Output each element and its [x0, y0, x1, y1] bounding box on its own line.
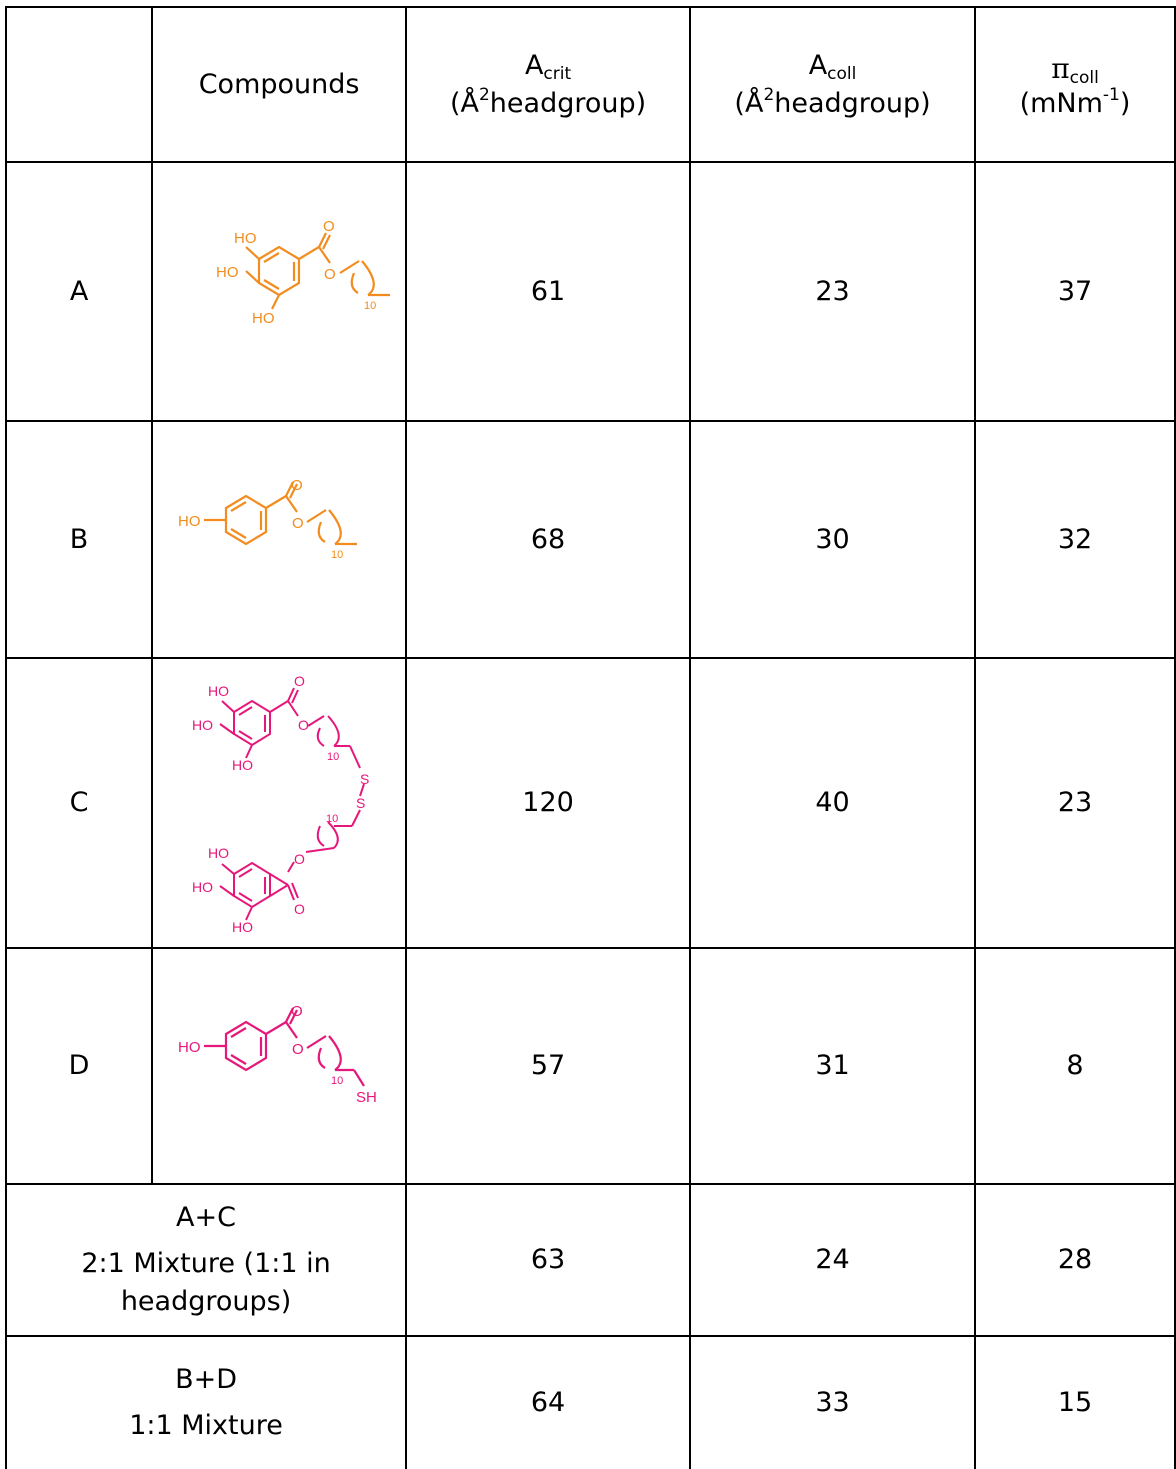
a-crit-value: 64 [405, 1335, 692, 1469]
row-label: A [4, 161, 154, 422]
a-coll-value: 40 [689, 657, 977, 949]
header-a-crit: Acrit (Å2headgroup) [405, 6, 692, 163]
svg-text:HO: HO [192, 879, 213, 895]
svg-text:HO: HO [178, 1039, 201, 1056]
table-row: D [4, 947, 1176, 1185]
header-pi-coll: πcoll (mNm-1) [974, 6, 1176, 163]
a-crit-value: 63 [405, 1183, 692, 1337]
svg-text:O: O [324, 266, 336, 283]
svg-text:O: O [294, 673, 305, 689]
svg-text:O: O [298, 717, 309, 733]
header-row: Compounds Acrit (Å2headgroup) Acoll (Å2h… [4, 6, 1176, 163]
a-crit-value: 61 [405, 161, 692, 422]
structure-a-cell: HO HO HO O O 10 [151, 161, 408, 422]
structure-c-cell: HO HO HO O O 10 S S 10 O HO HO HO O [151, 657, 408, 949]
a-crit-value: 68 [405, 420, 692, 659]
svg-text:O: O [292, 1041, 304, 1058]
table-row: A [4, 161, 1176, 422]
header-a-coll: Acoll (Å2headgroup) [689, 6, 977, 163]
svg-text:HO: HO [232, 919, 253, 935]
svg-text:HO: HO [252, 310, 275, 327]
svg-text:HO: HO [232, 757, 253, 773]
svg-text:S: S [356, 795, 365, 811]
svg-text:HO: HO [216, 264, 239, 281]
svg-text:HO: HO [192, 717, 213, 733]
svg-text:SH: SH [356, 1089, 377, 1106]
a-crit-value: 120 [405, 657, 692, 949]
svg-text:S: S [360, 771, 369, 787]
svg-text:O: O [292, 515, 304, 532]
svg-text:10: 10 [331, 1075, 343, 1087]
svg-text:O: O [323, 218, 335, 235]
structure-a: HO HO HO O O 10 [216, 218, 391, 327]
svg-text:O: O [294, 901, 305, 917]
pi-coll-value: 28 [974, 1183, 1176, 1337]
a-coll-value: 31 [689, 947, 977, 1185]
table-row: C [4, 657, 1176, 949]
pi-coll-value: 8 [974, 947, 1176, 1185]
header-compounds: Compounds [151, 6, 408, 163]
a-coll-value: 24 [689, 1183, 977, 1337]
pi-coll-value: 15 [974, 1335, 1176, 1469]
a-coll-value: 33 [689, 1335, 977, 1469]
svg-text:10: 10 [327, 751, 339, 763]
table-row: B HO [4, 420, 1176, 659]
structure-d: HO O O 10 SH [178, 1006, 377, 1106]
svg-text:O: O [291, 480, 303, 494]
svg-text:10: 10 [331, 549, 343, 561]
svg-text:HO: HO [208, 683, 229, 699]
svg-text:O: O [294, 851, 305, 867]
svg-text:10: 10 [326, 813, 338, 825]
svg-text:HO: HO [178, 513, 201, 530]
structure-b: HO O O 10 [178, 480, 358, 561]
row-label: C [4, 657, 154, 949]
table-row: B+D 1:1 Mixture 64 33 15 [4, 1335, 1176, 1469]
row-label: D [4, 947, 154, 1185]
structure-c: HO HO HO O O 10 S S 10 O HO HO HO O [192, 673, 369, 935]
a-crit-value: 57 [405, 947, 692, 1185]
a-coll-value: 30 [689, 420, 977, 659]
pi-coll-value: 37 [974, 161, 1176, 422]
structure-d-cell: HO O O 10 SH [151, 947, 408, 1185]
data-table: Compounds Acrit (Å2headgroup) Acoll (Å2h… [4, 6, 1176, 1469]
mixture-label: B+D 1:1 Mixture [4, 1335, 408, 1469]
svg-text:HO: HO [208, 845, 229, 861]
pi-coll-value: 32 [974, 420, 1176, 659]
table-row: A+C 2:1 Mixture (1:1 in headgroups) 63 2… [4, 1183, 1176, 1337]
mixture-label: A+C 2:1 Mixture (1:1 in headgroups) [4, 1183, 408, 1337]
svg-text:HO: HO [234, 230, 257, 247]
pi-coll-value: 23 [974, 657, 1176, 949]
svg-text:10: 10 [364, 300, 376, 312]
row-label: B [4, 420, 154, 659]
structure-b-cell: HO O O 10 [151, 420, 408, 659]
a-coll-value: 23 [689, 161, 977, 422]
header-empty [4, 6, 154, 163]
svg-text:O: O [291, 1006, 303, 1020]
